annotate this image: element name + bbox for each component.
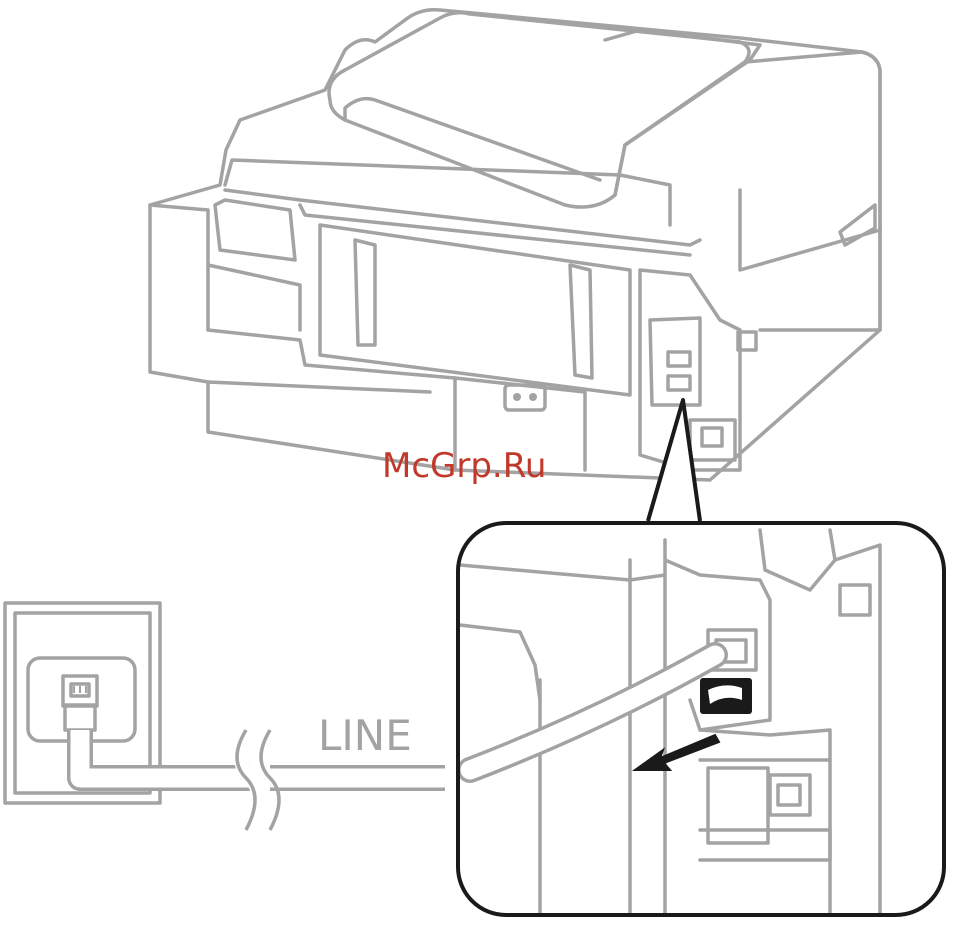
watermark-text: McGrp.Ru	[382, 446, 546, 486]
printer-illustration	[150, 10, 880, 480]
cable-label: LINE	[318, 711, 412, 760]
cap-removal-icon	[700, 678, 752, 714]
